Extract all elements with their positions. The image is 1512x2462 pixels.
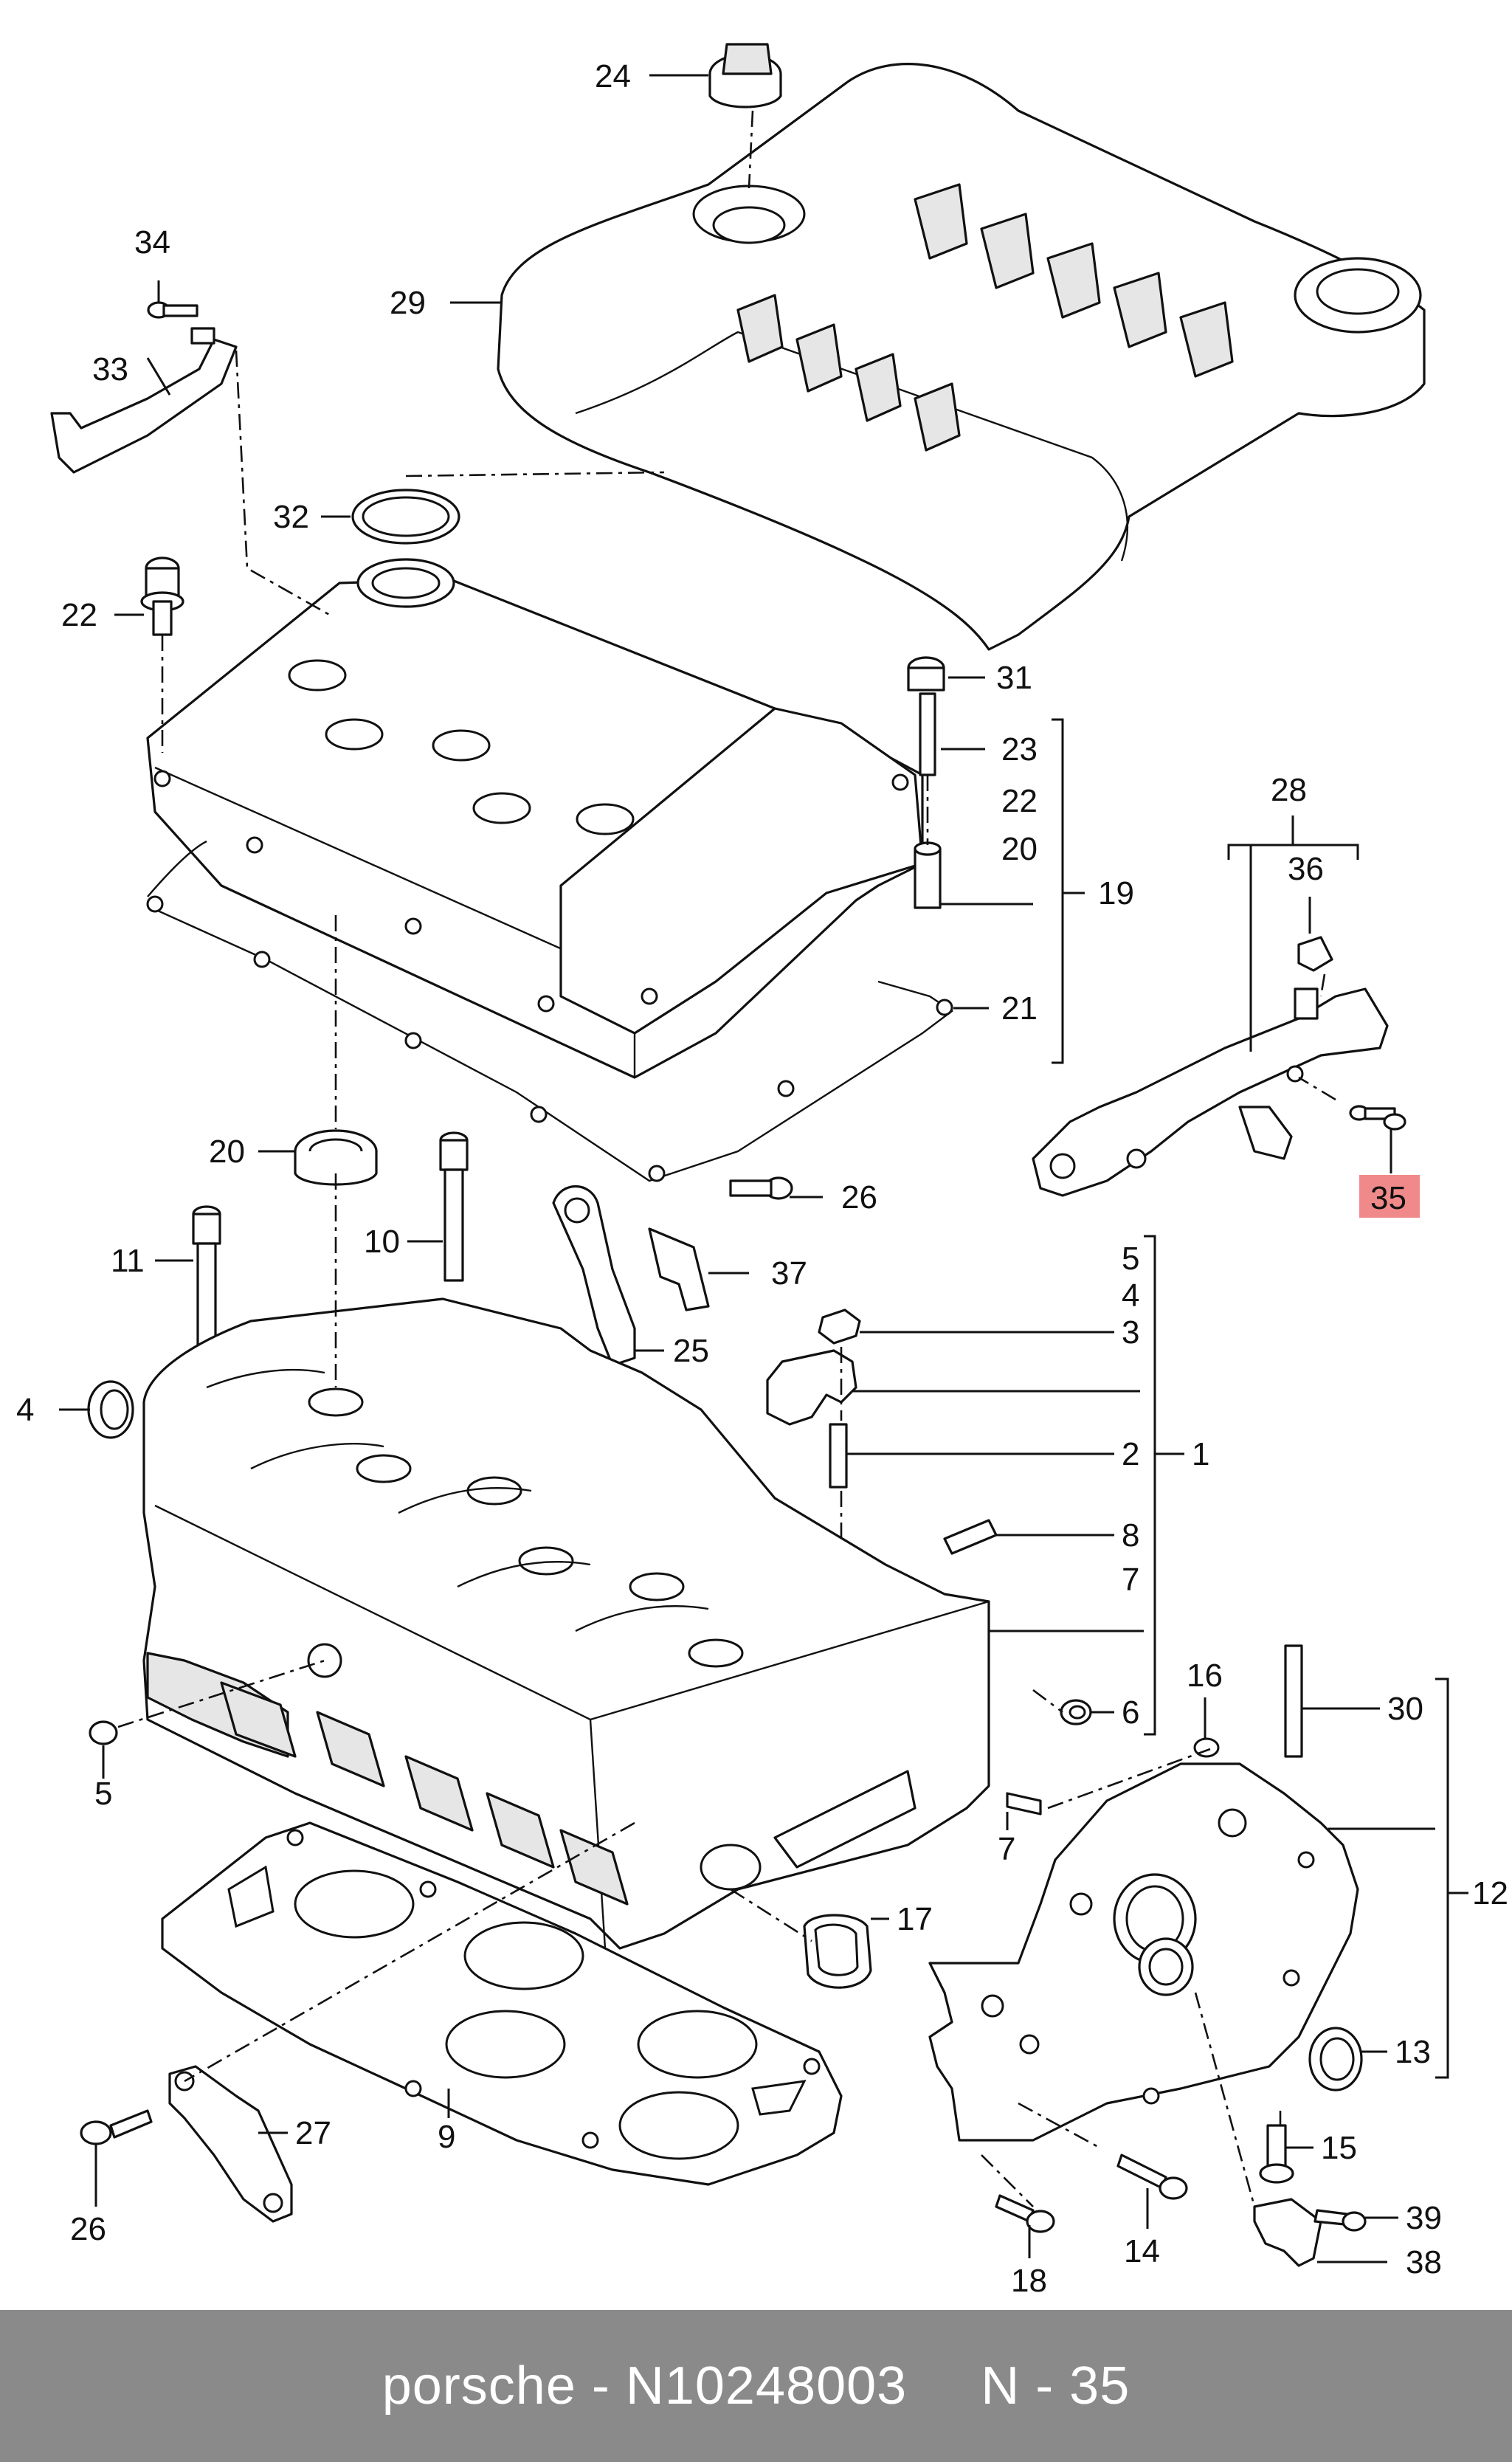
gasket-21-part — [146, 840, 954, 1182]
pin-7-part — [1006, 1792, 1042, 1816]
cylinder-head-1-part — [142, 1297, 990, 1950]
footer-caption: porsche - N10248003 N - 35 — [382, 2356, 1130, 2416]
callout-24: 24 — [595, 58, 631, 94]
bolt-18-part — [995, 2194, 1055, 2233]
callout-23: 23 — [1001, 731, 1038, 768]
callout-12: 12 — [1472, 1875, 1508, 1911]
plug-4-part — [87, 1380, 134, 1439]
callout-7-lower: 7 — [998, 1831, 1015, 1867]
seal-13-part — [1308, 2027, 1363, 2092]
stud-30-part — [1284, 1644, 1303, 1758]
callout-21: 21 — [1001, 990, 1038, 1027]
callout-labels: 24 34 29 33 32 22 31 23 22 20 19 28 36 2… — [16, 58, 1508, 2299]
callout-14: 14 — [1124, 2233, 1160, 2269]
callout-31: 31 — [996, 660, 1032, 696]
bolt-26-lower-part — [80, 2109, 153, 2145]
head-gasket-9-part — [161, 1821, 843, 2186]
callout-18: 18 — [1011, 2263, 1047, 2299]
valve-cover-19-part — [146, 558, 924, 1079]
callout-37: 37 — [771, 1255, 807, 1292]
callout-13: 13 — [1395, 2034, 1431, 2070]
timing-housing-12-part — [928, 1762, 1359, 2142]
bolt-26-upper-part — [729, 1176, 793, 1200]
exploded-parts-diagram: 24 34 29 33 32 22 31 23 22 20 19 28 36 2… — [16, 43, 1508, 2299]
callout-3: 3 — [1122, 1314, 1139, 1351]
callout-10: 10 — [364, 1224, 400, 1260]
bolt-14-part — [1116, 2154, 1188, 2200]
footer-bar: porsche - N10248003 N - 35 — [0, 2310, 1512, 2462]
callout-4-left: 4 — [16, 1392, 34, 1428]
callout-5-lower: 5 — [94, 1776, 112, 1812]
callout-27: 27 — [295, 2115, 331, 2151]
callout-25: 25 — [673, 1333, 709, 1369]
assembly-axis-lines — [117, 110, 1336, 2207]
sleeve-23-part — [914, 692, 942, 909]
bolt-10-part — [439, 1131, 469, 1282]
bolt-35-part — [1349, 1105, 1406, 1131]
callout-4-upper: 4 — [1122, 1277, 1139, 1314]
seal-20-part — [294, 1129, 378, 1186]
callout-22-left: 22 — [61, 597, 97, 633]
bolt-22-part — [140, 556, 184, 636]
callout-26-lower: 26 — [70, 2211, 106, 2247]
nut-3-part — [818, 1308, 861, 1345]
seal-6-part — [1060, 1699, 1092, 1725]
seal-ring-32-part — [351, 489, 460, 545]
callout-35-highlighted: 35 — [1370, 1180, 1406, 1216]
callout-39: 39 — [1406, 2200, 1442, 2236]
oil-filler-cap-part — [708, 43, 782, 108]
callout-9: 9 — [438, 2119, 455, 2155]
highlight-box — [1359, 1175, 1420, 1218]
callout-28: 28 — [1271, 772, 1307, 808]
footer-part-reference: N - 35 — [981, 2356, 1130, 2416]
callout-34: 34 — [134, 224, 170, 261]
sensor-38-part — [1253, 2198, 1322, 2267]
bearing-cap-4-part — [766, 1349, 857, 1426]
bracket-27-part — [168, 2065, 293, 2223]
clip-36-part — [1297, 936, 1333, 972]
callout-1: 1 — [1192, 1436, 1209, 1472]
stud-2-part — [829, 1423, 848, 1489]
callout-30: 30 — [1387, 1691, 1423, 1727]
callout-20-lower: 20 — [209, 1134, 245, 1170]
bolt-34-part — [147, 301, 199, 319]
bracket-28-part — [1032, 987, 1389, 1197]
callout-29: 29 — [390, 285, 426, 321]
callout-19: 19 — [1098, 875, 1134, 911]
bracket-33-part — [50, 327, 238, 474]
callout-26-upper: 26 — [841, 1179, 877, 1216]
callout-6: 6 — [1122, 1694, 1139, 1731]
engine-cover-part — [497, 63, 1426, 651]
gasket-17-part — [803, 1914, 872, 1989]
callout-32: 32 — [273, 499, 309, 535]
plug-5-part — [89, 1720, 118, 1745]
callout-22-right: 22 — [1001, 783, 1038, 819]
bolt-39-part — [1313, 2209, 1367, 2232]
callout-33: 33 — [92, 351, 128, 387]
bolt-31-part — [907, 656, 945, 692]
callout-17: 17 — [897, 1901, 933, 1937]
callout-15: 15 — [1321, 2130, 1357, 2166]
footer-brand-part-number: porsche - N10248003 — [382, 2356, 908, 2416]
callout-2: 2 — [1122, 1436, 1139, 1472]
callout-16: 16 — [1187, 1658, 1223, 1694]
leader-lines — [59, 74, 1468, 2263]
callout-7-upper: 7 — [1122, 1562, 1139, 1598]
bolt-15-part — [1259, 2124, 1294, 2184]
callout-38: 38 — [1406, 2244, 1442, 2280]
stud-8-part — [943, 1519, 998, 1555]
callout-8: 8 — [1122, 1517, 1139, 1554]
bracket-37-part — [648, 1227, 710, 1311]
callout-11: 11 — [111, 1243, 145, 1279]
callout-5-upper: 5 — [1122, 1241, 1139, 1277]
callout-36: 36 — [1288, 851, 1324, 887]
callout-20-upper: 20 — [1001, 831, 1038, 867]
